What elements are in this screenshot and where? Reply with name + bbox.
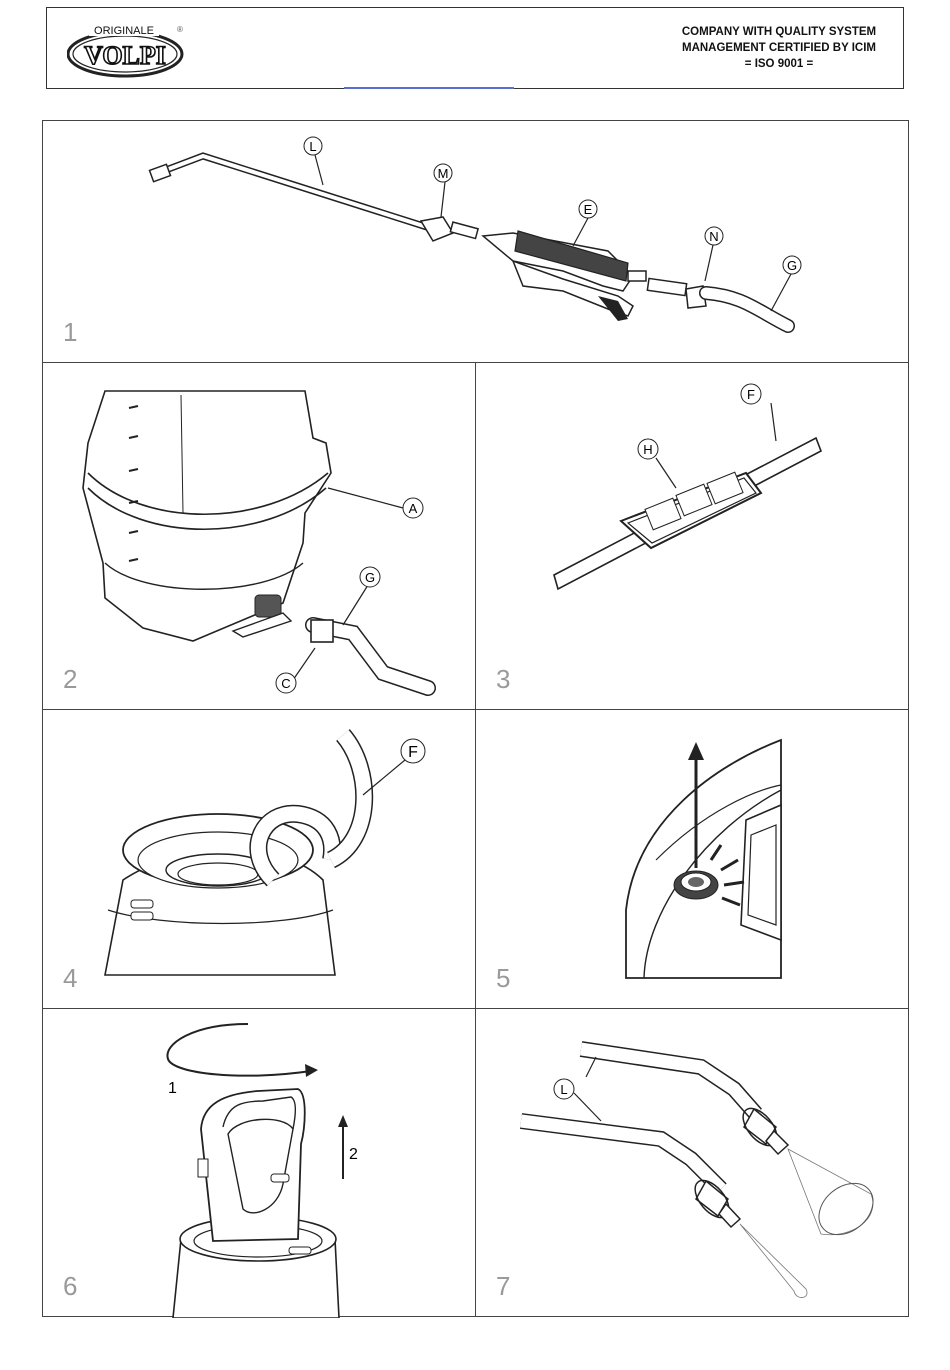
document-header: VOLPI ORIGINALE ® COMPANY WITH QUALITY S… [46,7,904,89]
logo-top-text: ORIGINALE [94,25,154,37]
panel-6: 1 2 6 [42,1008,476,1317]
step-label-1: 1 [168,1080,177,1097]
callout-F: F [401,739,425,763]
callout-L: L [304,137,322,155]
svg-text:G: G [365,570,375,585]
callout-E: E [579,200,597,218]
cert-line-2: MANAGEMENT CERTIFIED BY ICIM [659,40,899,56]
svg-text:A: A [409,501,418,516]
svg-text:F: F [747,387,755,402]
svg-text:L: L [309,139,316,154]
callout-M: M [434,164,452,182]
svg-text:M: M [438,166,449,181]
svg-text:G: G [787,258,797,273]
svg-text:H: H [643,442,652,457]
panel-number: 5 [496,963,510,994]
nozzle-adjust-illustration: L [476,1009,910,1318]
lance-assembly-illustration: L M E N G [43,121,910,364]
svg-text:F: F [408,744,418,761]
strap-insert-illustration: F [43,710,477,1010]
svg-text:E: E [584,202,593,217]
panel-number: 7 [496,1271,510,1302]
panel-5: 5 [475,709,909,1009]
pump-removal-illustration: 1 2 [43,1009,477,1318]
panel-4: F 4 [42,709,476,1009]
svg-text:N: N [709,229,718,244]
callout-F: F [741,384,761,404]
panel-number: 6 [63,1271,77,1302]
valve-removal-illustration [476,710,910,1010]
volpi-logo: VOLPI ORIGINALE ® [67,22,187,78]
callout-G: G [783,256,801,274]
strap-buckle-illustration: F H [476,363,910,711]
step-label-2: 2 [349,1146,358,1163]
header-accent-line [344,87,514,89]
callout-C: C [276,673,296,693]
panel-7: L 7 [475,1008,909,1317]
instruction-grid: L M E N G 1 A [42,120,909,1317]
callout-H: H [638,439,658,459]
tank-hose-illustration: A G C [43,363,477,711]
svg-text:C: C [281,676,290,691]
panel-2: A G C 2 [42,362,476,710]
svg-text:L: L [560,1082,567,1097]
panel-number: 3 [496,664,510,695]
cert-line-1: COMPANY WITH QUALITY SYSTEM [659,24,899,40]
certification-text: COMPANY WITH QUALITY SYSTEM MANAGEMENT C… [659,24,899,72]
logo-brand: VOLPI [84,41,166,70]
panel-3: F H 3 [475,362,909,710]
panel-number: 2 [63,664,77,695]
callout-A: A [403,498,423,518]
panel-number: 4 [63,963,77,994]
callout-L: L [554,1079,574,1099]
cert-line-3: = ISO 9001 = [659,56,899,72]
callout-G: G [360,567,380,587]
panel-1: L M E N G 1 [42,120,909,363]
logo-registered-mark: ® [177,25,183,34]
panel-number: 1 [63,317,77,348]
callout-N: N [705,227,723,245]
